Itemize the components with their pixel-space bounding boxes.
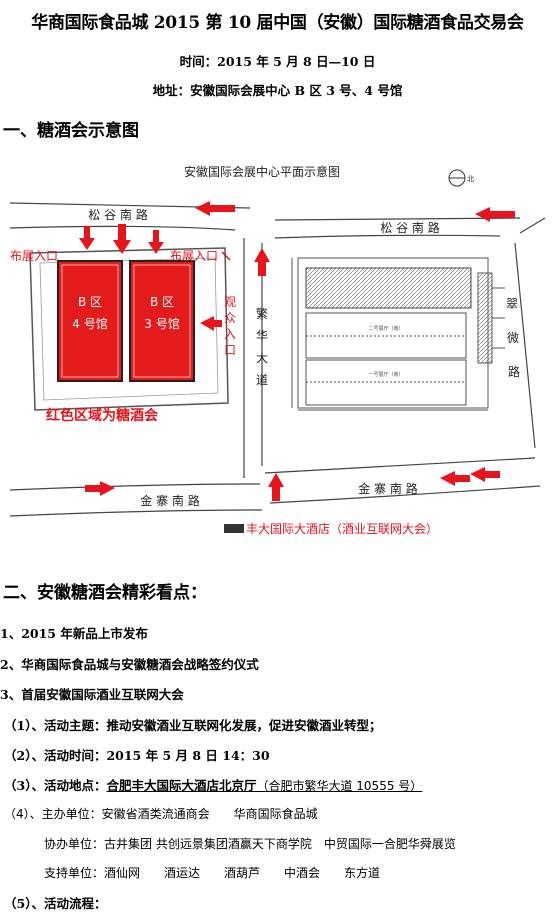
svg-text:入: 入 — [224, 327, 236, 341]
activity-place-label: （3）、活动地点： — [4, 778, 107, 793]
highlight-2: 2、华商国际食品城与安徽糖酒会战略签约仪式 — [0, 657, 259, 672]
hotel-marker-icon — [224, 524, 244, 533]
map-title: 安徽国际会展中心平面示意图 — [184, 164, 340, 179]
svg-text:繁: 繁 — [256, 306, 268, 321]
section2-heading: 二、安徽糖酒会精彩看点： — [3, 583, 207, 603]
road-north-left: 松 谷 南 路 — [88, 207, 147, 222]
arrow-left-icon — [440, 471, 470, 486]
hall4-zone: B 区 — [78, 295, 102, 309]
svg-text:观: 观 — [224, 295, 236, 309]
highlight-1: 1、2015 年新品上市发布 — [0, 626, 148, 641]
svg-text:华: 华 — [256, 329, 268, 343]
arrow-up-icon — [268, 473, 284, 501]
event-address: 地址：安徽国际会展中心 B 区 3 号、4 号馆 — [152, 83, 403, 98]
event-time: 时间：2015 年 5 月 8 日—10 日 — [179, 54, 376, 69]
red-area-note: 红色区域为糖酒会 — [46, 407, 159, 424]
road-east: 翠 微 路 — [506, 297, 520, 379]
hall-4 — [57, 260, 123, 382]
north-label: 北 — [467, 175, 474, 183]
arrow-icons — [79, 201, 515, 501]
activity-theme: （1）、活动主题：推动安徽酒业互联网化发展，促进安徽酒业转型； — [4, 718, 382, 733]
road-middle: 繁 华 大 道 — [256, 306, 268, 387]
audience-entry-label: 观 众 入 口 — [224, 295, 236, 357]
arrow-down-icon — [79, 226, 95, 250]
arrow-left-icon — [470, 467, 500, 482]
highlight-3: 3、首届安徽国际酒业互联网大会 — [0, 687, 184, 702]
activity-co-host: 协办单位：古井集团 共创远景集团酒赢天下商学院 中贸国际一合肥华舜展览 — [44, 837, 456, 851]
inner-hall-1: 一号展厅（南） — [368, 371, 403, 378]
svg-text:众: 众 — [224, 311, 236, 325]
svg-text:口: 口 — [224, 343, 236, 357]
activity-place: （3）、活动地点：合肥丰大国际大酒店北京厅（合肥市繁华大道 10555 号） — [4, 775, 422, 794]
activity-place-note: （合肥市繁华大道 10555 号） — [256, 779, 423, 793]
arrow-left-icon — [195, 201, 235, 216]
activity-flow: （5）、活动流程： — [4, 896, 107, 911]
activity-host: （4）、主办单位：安徽省酒类流通商会 华商国际食品城 — [4, 807, 318, 821]
activity-time: （2）、活动时间：2015 年 5 月 8 日 14：30 — [4, 748, 270, 763]
arrow-left-icon — [200, 316, 222, 331]
arrow-right-icon — [85, 481, 115, 496]
road-south-right: 金 寨 南 路 — [358, 481, 417, 496]
left-venue-outline — [29, 247, 229, 411]
road-south-left: 金 寨 南 路 — [140, 493, 199, 508]
hotel-label: 丰大国际大酒店（酒业互联网大会） — [246, 522, 438, 536]
hall-3 — [129, 260, 195, 382]
arrow-down-icon — [148, 230, 164, 254]
hall3-name: 3 号馆 — [144, 316, 179, 331]
arrow-up-icon — [254, 248, 270, 276]
arrow-left-icon — [475, 207, 515, 222]
road-north-right: 松 谷 南 路 — [380, 220, 439, 235]
section1-heading: 一、糖酒会示意图 — [3, 121, 139, 141]
activity-support: 支持单位：酒仙网 酒运达 酒葫芦 中酒会 东方道 — [44, 866, 381, 880]
entry-left-label: 布展入口 — [10, 249, 58, 263]
inner-hall-2: 二号展厅（南） — [368, 325, 403, 332]
arrow-down-icon — [113, 224, 131, 254]
entry-right-label: 布展入口 — [170, 249, 218, 263]
document-title: 华商国际食品城 2015 第 10 届中国（安徽）国际糖酒食品交易会 — [31, 13, 524, 33]
hall3-zone: B 区 — [150, 295, 174, 309]
svg-text:大: 大 — [256, 351, 268, 365]
north-compass-icon: 北 — [448, 169, 474, 187]
activity-place-value: 合肥丰大国际大酒店北京厅 — [106, 778, 257, 793]
hall4-name: 4 号馆 — [72, 316, 107, 331]
venue-map: 安徽国际会展中心平面示意图 北 — [9, 164, 546, 536]
svg-text:翠: 翠 — [506, 297, 518, 311]
svg-text:路: 路 — [508, 364, 520, 379]
svg-text:微: 微 — [507, 331, 519, 345]
main-exhibition-complex — [291, 257, 505, 411]
svg-text:道: 道 — [256, 373, 268, 387]
